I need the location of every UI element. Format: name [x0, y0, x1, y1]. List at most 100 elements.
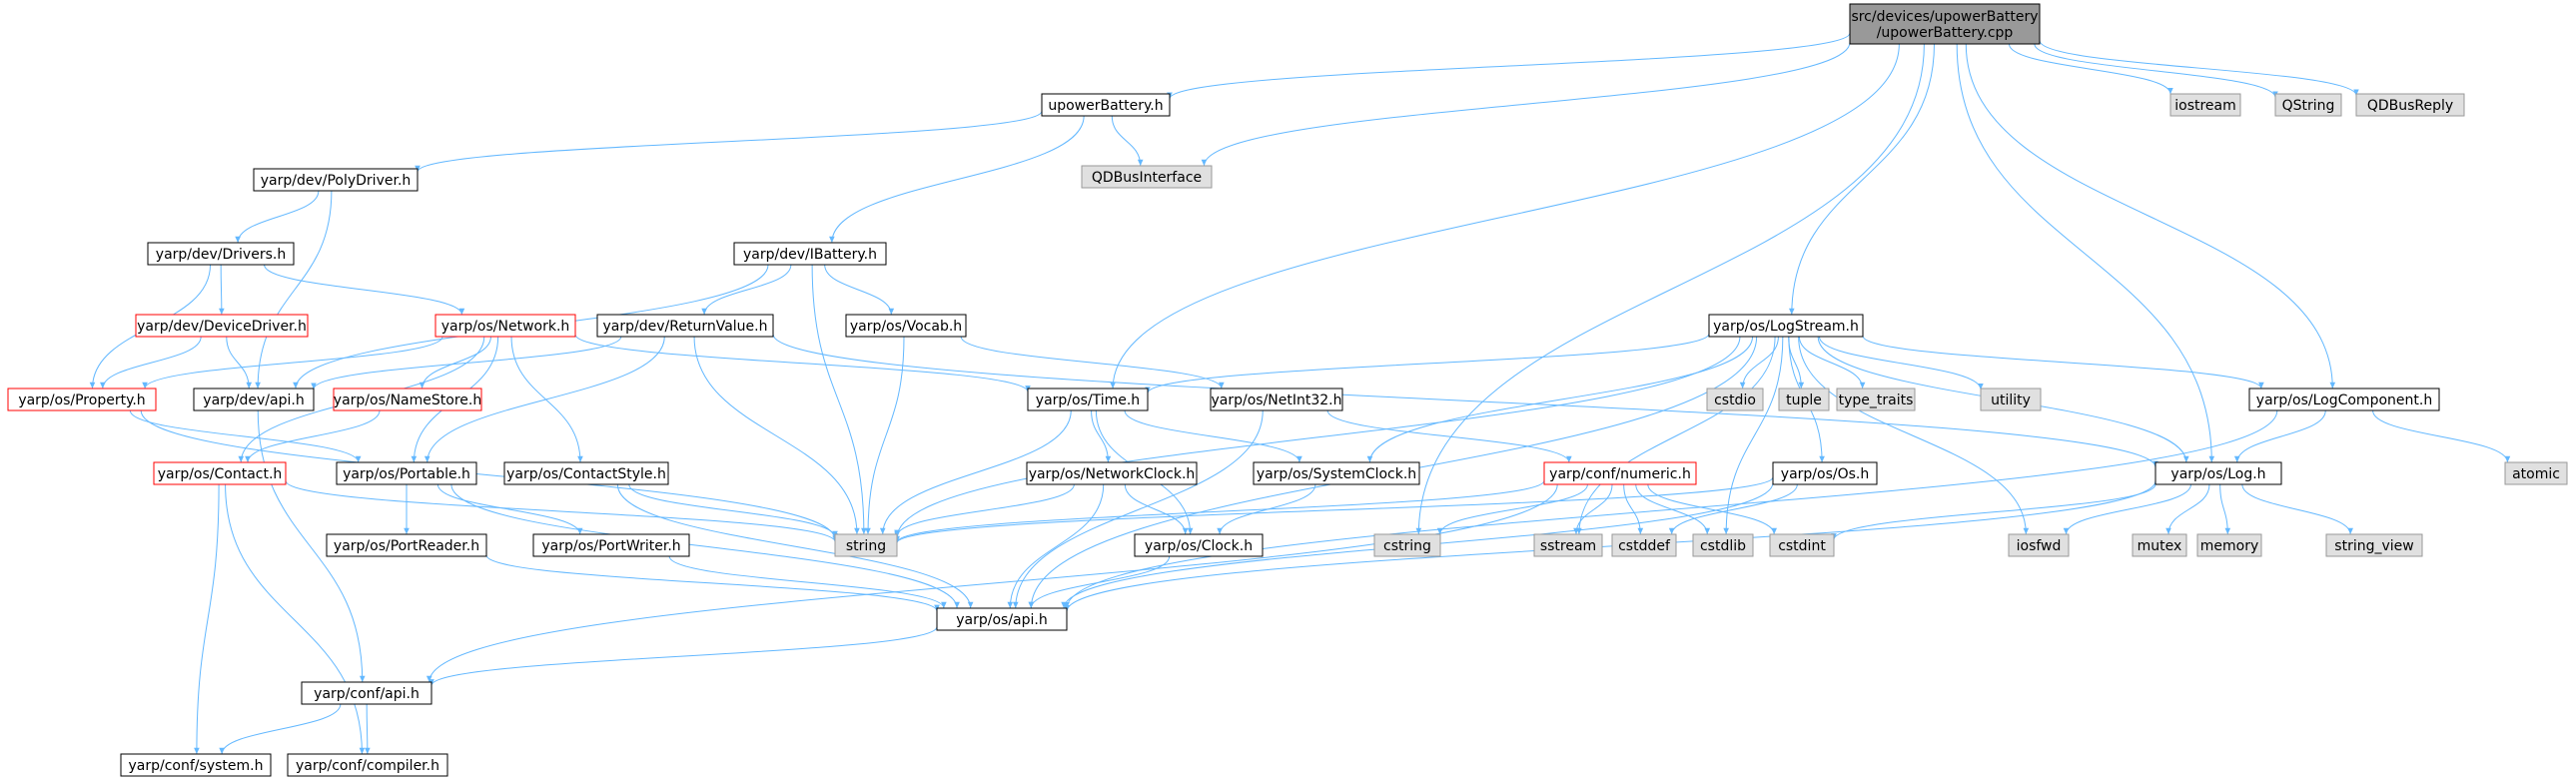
edge-LogStream_h-to-sstream	[1576, 336, 1776, 535]
node-label: yarp/os/Os.h	[1781, 466, 1869, 482]
edge-ContactStyle_h-to-os_api_h	[616, 483, 974, 609]
edge-root-to-QString	[2034, 43, 2278, 98]
node-box	[936, 607, 1068, 631]
edge-Vocab_h-to-NetInt32_h	[960, 336, 1225, 390]
node-box	[333, 388, 482, 411]
node-dev-api-h[interactable]: yarp/dev/api.h	[193, 388, 315, 411]
node-box	[1778, 388, 1830, 411]
node-box	[135, 314, 309, 338]
node-LogStream-h[interactable]: yarp/os/LogStream.h	[1708, 314, 1864, 338]
node-box	[1980, 388, 2042, 411]
edge-root-to-Log_h	[1956, 43, 2215, 463]
node-label: yarp/os/PortWriter.h	[541, 538, 680, 554]
node-label: upowerBattery.h	[1048, 98, 1163, 114]
edge-IBattery_h-to-Vocab_h	[824, 264, 895, 316]
node-root[interactable]: src/devices/upowerBattery/upowerBattery.…	[1849, 3, 2041, 45]
node-label: yarp/conf/numeric.h	[1549, 466, 1691, 482]
node-numeric-h[interactable]: yarp/conf/numeric.h	[1543, 461, 1697, 485]
node-ContactStyle-h[interactable]: yarp/os/ContactStyle.h	[503, 461, 669, 485]
node-label: type_traits	[1839, 392, 1914, 408]
node-conf-api-h[interactable]: yarp/conf/api.h	[301, 681, 432, 705]
node-box	[120, 753, 272, 777]
node-Network-h[interactable]: yarp/os/Network.h	[434, 314, 576, 338]
edges-layer	[89, 32, 2511, 755]
node-utility: utility	[1980, 388, 2042, 411]
edge-numeric_h-to-cstdint	[1647, 483, 1777, 535]
edge-root-to-LogComponent_h	[1965, 43, 2336, 390]
node-label: yarp/os/PortReader.h	[334, 538, 479, 554]
node-Portable-h[interactable]: yarp/os/Portable.h	[336, 461, 477, 485]
node-label: yarp/dev/IBattery.h	[743, 247, 877, 263]
node-Property-h[interactable]: yarp/os/Property.h	[7, 388, 157, 411]
node-Time-h[interactable]: yarp/os/Time.h	[1027, 388, 1149, 411]
edge-Portable_h-to-PortWriter_h	[436, 483, 583, 535]
node-Clock-h[interactable]: yarp/os/Clock.h	[1134, 533, 1264, 557]
node-IBattery-h[interactable]: yarp/dev/IBattery.h	[733, 242, 887, 266]
node-label: memory	[2200, 538, 2259, 554]
node-PolyDriver-h[interactable]: yarp/dev/PolyDriver.h	[253, 168, 419, 192]
edge-root-to-LogStream_h	[1788, 43, 1935, 316]
edge-NetworkClock_h-to-Clock_h	[1124, 483, 1189, 535]
edge-ReturnValue_h-to-Portable_h	[424, 336, 665, 463]
node-Os-h[interactable]: yarp/os/Os.h	[1772, 461, 1878, 485]
node-mutex: mutex	[2132, 533, 2187, 557]
edge-LogStream_h-to-string	[894, 336, 1741, 538]
node-box	[1027, 388, 1149, 411]
node-box	[1026, 461, 1198, 485]
edge-NetInt32_h-to-numeric_h	[1326, 409, 1572, 463]
node-PortWriter-h[interactable]: yarp/os/PortWriter.h	[532, 533, 690, 557]
node-box	[2169, 93, 2241, 117]
edge-PortReader_h-to-os_api_h	[485, 554, 940, 612]
edge-os_api_h-to-conf_api_h	[429, 626, 938, 686]
edge-dev_api_h-to-conf_api_h	[257, 409, 366, 683]
edge-PolyDriver_h-to-dev_api_h	[255, 190, 333, 390]
edge-NetInt32_h-to-os_api_h	[1012, 409, 1264, 609]
node-box	[1373, 533, 1441, 557]
edge-Log_h-to-iosfwd	[2063, 483, 2191, 535]
node-box	[532, 533, 690, 557]
node-NameStore-h[interactable]: yarp/os/NameStore.h	[333, 388, 482, 411]
node-box	[287, 753, 448, 777]
node-LogComponent-h[interactable]: yarp/os/LogComponent.h	[2248, 388, 2440, 411]
edge-Clock_h-to-os_api_h	[1028, 555, 1171, 609]
node-label: /upowerBattery.cpp	[1877, 25, 2014, 41]
node-Contact-h[interactable]: yarp/os/Contact.h	[153, 461, 287, 485]
node-ReturnValue-h[interactable]: yarp/dev/ReturnValue.h	[596, 314, 774, 338]
node-box	[733, 242, 887, 266]
edge-root-to-QDBusInterface	[1201, 42, 1851, 167]
node-Vocab-h[interactable]: yarp/os/Vocab.h	[845, 314, 967, 338]
node-NetworkClock-h[interactable]: yarp/os/NetworkClock.h	[1026, 461, 1198, 485]
edge-NetworkClock_h-to-os_api_h	[1007, 483, 1105, 609]
node-DeviceDriver-h[interactable]: yarp/dev/DeviceDriver.h	[135, 314, 309, 338]
node-label: yarp/dev/DeviceDriver.h	[137, 319, 307, 335]
node-label: yarp/os/NetInt32.h	[1211, 392, 1341, 408]
node-QDBusInterface: QDBusInterface	[1081, 165, 1213, 189]
node-iosfwd: iosfwd	[2008, 533, 2070, 557]
node-Drivers-h[interactable]: yarp/dev/Drivers.h	[147, 242, 295, 266]
edge-ReturnValue_h-to-string	[693, 336, 860, 535]
edge-upowerBattery_h-to-IBattery_h	[829, 115, 1085, 244]
node-label: mutex	[2138, 538, 2182, 554]
node-compiler-h[interactable]: yarp/conf/compiler.h	[287, 753, 448, 777]
node-box	[193, 388, 315, 411]
node-box	[1134, 533, 1264, 557]
node-system-h[interactable]: yarp/conf/system.h	[120, 753, 272, 777]
node-label: yarp/os/LogStream.h	[1713, 319, 1859, 335]
edge-ReturnValue_h-to-dev_api_h	[311, 336, 622, 390]
edge-NetworkClock_h-to-string	[894, 483, 1075, 537]
node-Log-h[interactable]: yarp/os/Log.h	[2154, 461, 2282, 485]
node-PortReader-h[interactable]: yarp/os/PortReader.h	[326, 533, 487, 557]
node-upowerBattery-h[interactable]: upowerBattery.h	[1041, 93, 1171, 117]
node-label: yarp/conf/compiler.h	[296, 758, 439, 774]
edge-Log_h-to-memory	[2219, 483, 2231, 535]
edge-PolyDriver_h-to-Drivers_h	[235, 190, 320, 244]
edge-LogStream_h-to-type_traits	[1798, 336, 1866, 390]
node-box	[1769, 533, 1835, 557]
node-NetInt32-h[interactable]: yarp/os/NetInt32.h	[1210, 388, 1343, 411]
node-box	[1543, 461, 1697, 485]
node-box	[845, 314, 967, 338]
node-SystemClock-h[interactable]: yarp/os/SystemClock.h	[1253, 461, 1420, 485]
node-os-api-h[interactable]: yarp/os/api.h	[936, 607, 1068, 631]
node-cstdlib: cstdlib	[1692, 533, 1754, 557]
edge-Portable_h-to-os_api_h	[450, 483, 960, 609]
